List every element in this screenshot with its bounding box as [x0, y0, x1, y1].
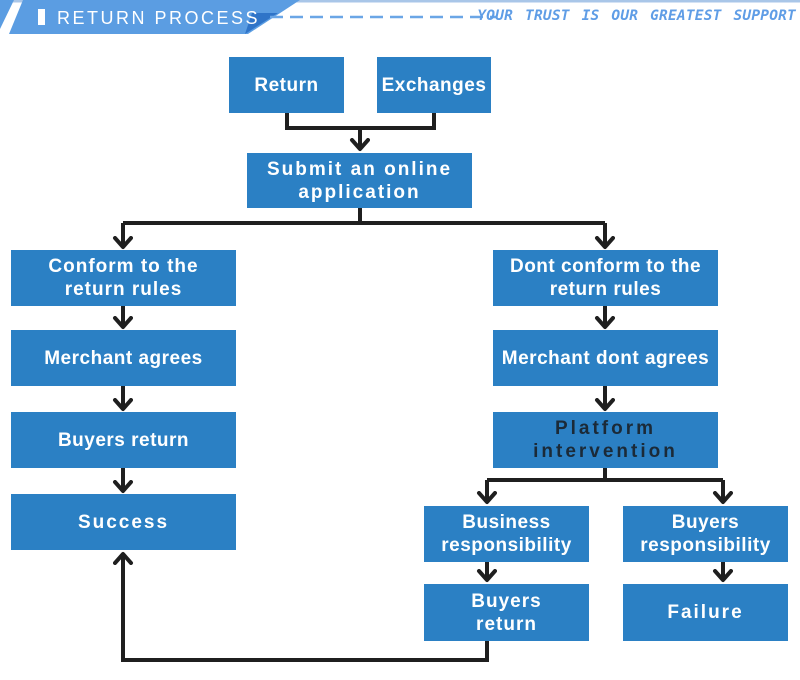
node-buyers-responsibility: Buyers responsibility	[623, 506, 788, 562]
node-label-line: return rules	[64, 279, 183, 300]
title-tick-icon	[38, 9, 45, 25]
node-return: Return	[229, 57, 344, 113]
node-label-line: Return	[254, 74, 319, 96]
node-label-line: Dont conform to the	[509, 256, 702, 277]
node-merchant-agrees: Merchant agrees	[11, 330, 236, 386]
node-label-line: Success	[77, 511, 170, 533]
node-success: Success	[11, 494, 236, 550]
node-label-line: Failure	[667, 602, 744, 623]
node-label-line: Buyers return	[57, 429, 190, 451]
banner-graphic	[0, 0, 800, 34]
node-failure: Failure	[623, 584, 788, 641]
node-label-line: responsibility	[640, 535, 771, 556]
header-banner: RETURN PROCESS YOUR TRUST IS OUR GREATES…	[0, 0, 800, 36]
node-business-responsibility: Business responsibility	[424, 506, 589, 562]
node-label-line: Buyers	[471, 590, 542, 612]
node-merchant-dont-agrees: Merchant dont agrees	[493, 330, 718, 386]
node-conform-rules: Conform to the return rules	[11, 250, 236, 306]
node-label-line: Conform to the	[48, 256, 199, 277]
node-label-line: Platform	[554, 418, 657, 439]
node-buyers-return: Buyers return	[11, 412, 236, 468]
node-label-line: Merchant dont agrees	[501, 347, 710, 369]
feedback-loop-to-success	[113, 552, 489, 662]
node-submit-application: Submit an online application	[247, 153, 472, 208]
connector-group	[113, 113, 733, 662]
node-label-line: Buyers	[671, 512, 740, 533]
node-label-line: return rules	[549, 279, 662, 300]
node-label-line: intervention	[533, 441, 678, 462]
node-platform-intervention: Platform intervention	[493, 412, 718, 468]
banner-fold-triangle	[245, 13, 278, 34]
header-slogan: YOUR TRUST IS OUR GREATEST SUPPORT	[477, 8, 796, 24]
node-label-line: Merchant agrees	[44, 347, 203, 369]
node-exchanges: Exchanges	[377, 57, 491, 113]
page-title: RETURN PROCESS	[57, 8, 261, 28]
merge-connector	[285, 113, 436, 130]
top-rule-line	[0, 0, 800, 3]
node-label-line: responsibility	[441, 535, 572, 556]
banner-ribbon	[9, 0, 300, 34]
node-label-line: application	[298, 181, 421, 203]
node-label-line: Exchanges	[381, 74, 487, 96]
node-buyers-return-secondary: Buyers return	[424, 584, 589, 641]
node-label-line: Business	[462, 512, 551, 533]
banner-left-triangle	[0, 0, 14, 29]
node-label-line: return	[476, 613, 537, 635]
node-label-line: Submit an online	[266, 158, 453, 180]
node-dont-conform-rules: Dont conform to the return rules	[493, 250, 718, 306]
